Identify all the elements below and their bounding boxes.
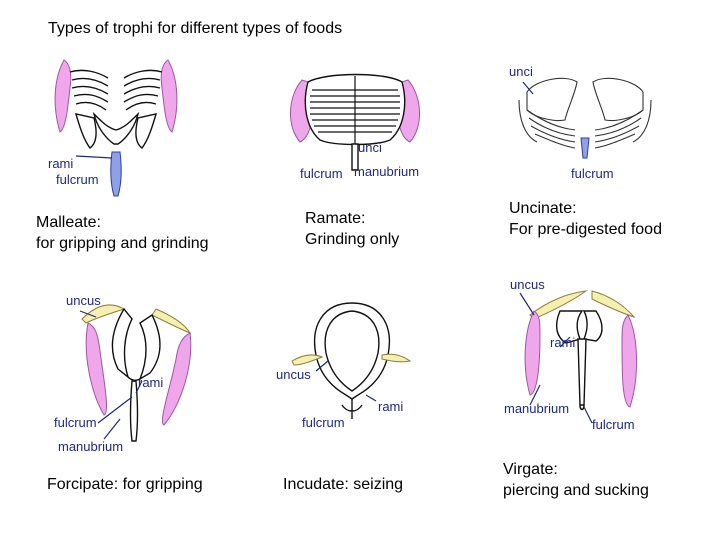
- rami-label: rami: [550, 335, 575, 350]
- ramate-trophi-drawing: unci fulcrum manubrium: [289, 73, 421, 181]
- virgate-trophi-drawing: uncus rami manubrium fulcrum: [504, 277, 637, 432]
- forcipate-caption: Forcipate: for gripping: [47, 474, 203, 495]
- malleate-caption: Malleate: for gripping and grinding: [36, 212, 209, 254]
- uncinate-panel: unci fulcrum: [505, 60, 665, 188]
- uncus-label: uncus: [510, 277, 545, 292]
- incudate-trophi-drawing: uncus rami fulcrum: [276, 302, 412, 430]
- caption-title: Ramate:: [305, 210, 366, 227]
- incudate-caption: Incudate: seizing: [283, 474, 403, 495]
- incudate-panel: uncus rami fulcrum: [272, 295, 432, 435]
- uncinate-caption: Uncinate: For pre-digested food: [509, 198, 662, 240]
- forcipate-panel: uncus rami fulcrum manubrium: [52, 285, 202, 457]
- caption-title: Virgate:: [503, 461, 558, 478]
- uncus-label: uncus: [276, 367, 311, 382]
- uncus-label: uncus: [66, 293, 101, 308]
- manubrium-label: manubrium: [504, 401, 569, 416]
- caption-text: for gripping and grinding: [36, 235, 209, 252]
- caption-title: Incudate: seizing: [283, 476, 404, 493]
- rami-label: rami: [378, 399, 403, 414]
- fulcrum-label: fulcrum: [54, 415, 97, 430]
- forcipate-trophi-drawing: uncus rami fulcrum manubrium: [54, 293, 192, 454]
- manubrium-label: manubrium: [354, 164, 419, 179]
- ramate-caption: Ramate: Grinding only: [305, 208, 399, 250]
- fulcrum-label: fulcrum: [302, 415, 345, 430]
- caption-title: Malleate:: [36, 214, 101, 231]
- page-title: Types of trophi for different types of f…: [48, 20, 343, 37]
- manubrium-label: manubrium: [58, 439, 123, 454]
- caption-text: Grinding only: [305, 231, 400, 248]
- ramate-panel: unci fulcrum manubrium: [286, 70, 436, 188]
- caption-title: Forcipate: for gripping: [47, 476, 203, 493]
- virgate-caption: Virgate: piercing and sucking: [503, 459, 649, 501]
- unci-label: unci: [509, 64, 533, 79]
- fulcrum-label: fulcrum: [571, 166, 614, 181]
- fulcrum-label: fulcrum: [300, 166, 343, 181]
- rami-label: rami: [48, 156, 73, 171]
- caption-title: Uncinate:: [509, 200, 577, 217]
- caption-text: piercing and sucking: [503, 482, 649, 499]
- fulcrum-label: fulcrum: [592, 417, 635, 432]
- caption-text: For pre-digested food: [509, 221, 662, 238]
- rami-label: rami: [138, 375, 163, 390]
- malleate-panel: rami fulcrum: [36, 48, 196, 200]
- unci-label: unci: [358, 140, 382, 155]
- virgate-panel: uncus rami manubrium fulcrum: [500, 275, 660, 435]
- uncinate-trophi-drawing: unci fulcrum: [509, 64, 652, 181]
- fulcrum-label: fulcrum: [56, 172, 99, 187]
- malleate-trophi-drawing: rami fulcrum: [48, 59, 178, 197]
